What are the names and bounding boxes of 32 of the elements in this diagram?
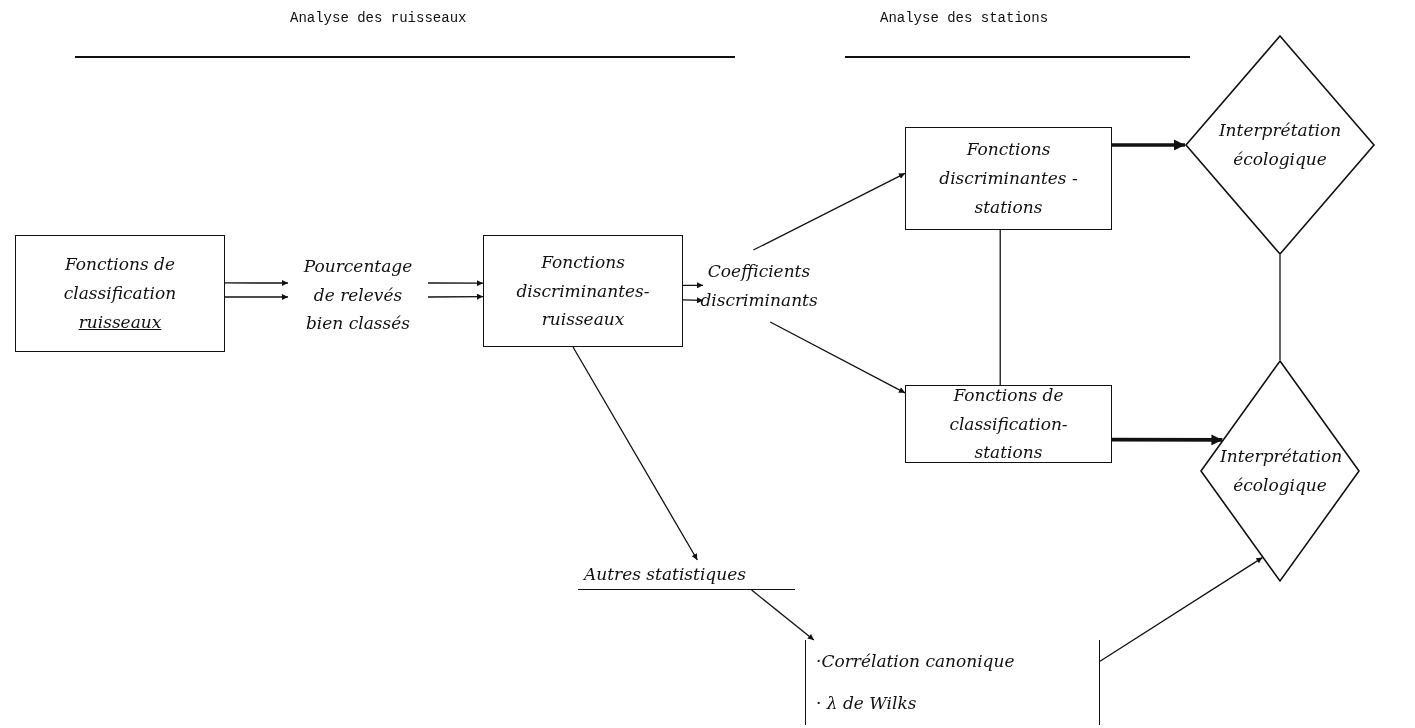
node-text: Fonctions discriminantes- ruisseaux <box>515 250 651 332</box>
arrow <box>682 282 704 289</box>
arrow <box>224 294 289 300</box>
connector-line <box>999 229 1001 386</box>
node-text: Pourcentage de relevés bien classés <box>302 254 414 336</box>
arrow <box>750 589 815 641</box>
node-text: Fonctions de classification- stations <box>948 383 1069 465</box>
bracket-box <box>805 640 1100 725</box>
node-text: ·Corrélation canonique <box>815 649 1016 673</box>
section-heading: Analyse des stations <box>880 10 1049 26</box>
process-box <box>905 385 1112 463</box>
arrow <box>224 280 289 286</box>
arrow <box>1112 434 1223 446</box>
arrow <box>769 321 906 394</box>
node-text: Autres statistiques <box>582 563 747 586</box>
node-text: Interprétation écologique <box>1219 445 1344 497</box>
arrow <box>427 293 484 300</box>
process-box <box>905 127 1112 230</box>
node-text: · λ de Wilks <box>815 692 918 716</box>
arrow <box>1112 139 1185 151</box>
node-text: Interprétation écologique <box>1217 119 1343 171</box>
underlined-text: ruisseaux <box>77 310 163 334</box>
section-heading: Analyse des ruisseaux <box>290 10 467 26</box>
arrow <box>572 346 698 561</box>
process-box <box>483 235 683 347</box>
node-text: Fonctions discriminantes - stations <box>938 138 1079 219</box>
connector-line <box>1279 254 1281 361</box>
arrow <box>752 172 906 251</box>
arrow <box>1099 556 1264 662</box>
process-box <box>15 235 225 352</box>
node-text: Coefficients discriminants <box>699 260 819 312</box>
arrow <box>427 280 484 287</box>
